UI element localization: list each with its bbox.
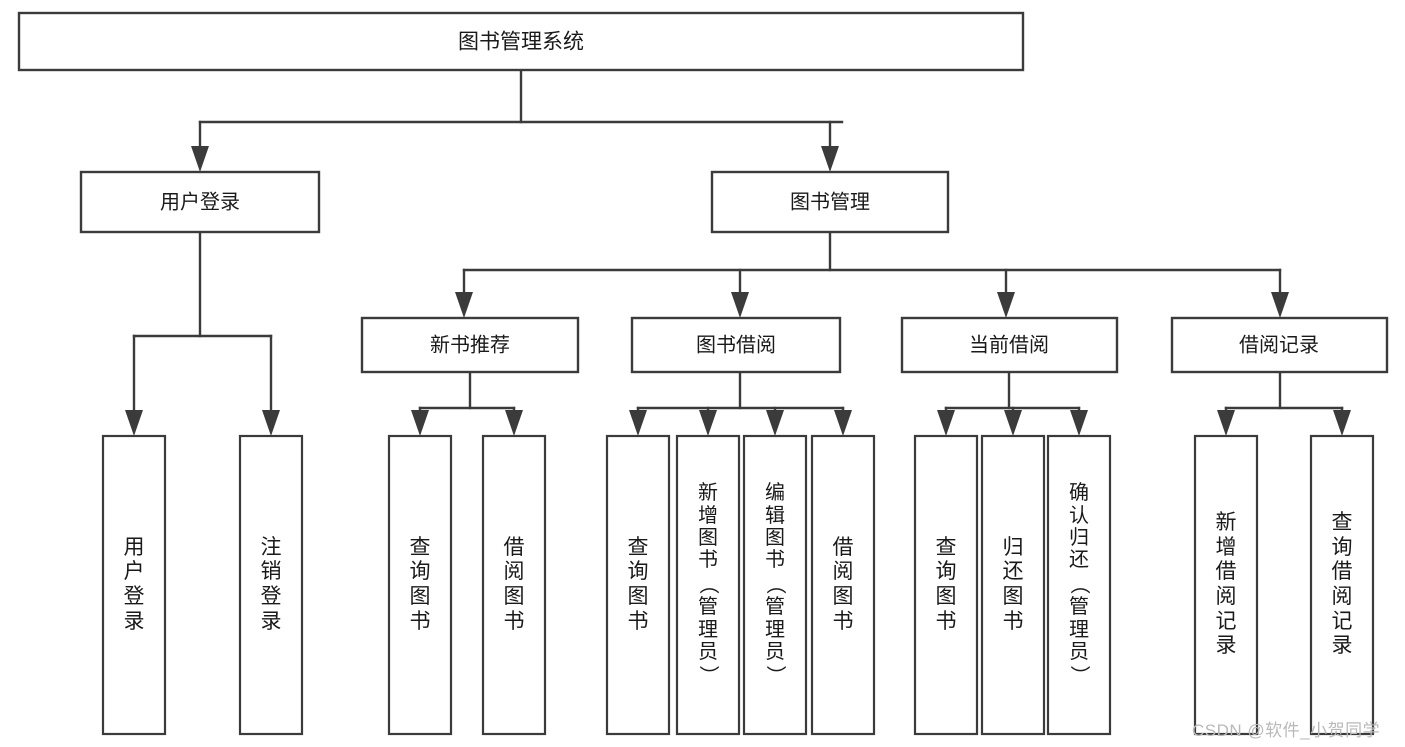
- node-book-borrow-box[interactable]: [630, 316, 842, 374]
- leaf-borrow-book-2-box[interactable]: [810, 434, 876, 736]
- leaf-add-book-box[interactable]: [675, 434, 741, 736]
- arrow-head-leaf-edit-book: [766, 410, 784, 436]
- leaf-query-book-3-box[interactable]: [913, 434, 979, 736]
- leaf-add-record-box[interactable]: [1193, 434, 1259, 736]
- node-root-label: 图书管理系统: [458, 31, 584, 54]
- arrow-head-leaf-add-record: [1217, 410, 1235, 436]
- arrow-head-borrow-record: [1271, 292, 1289, 318]
- node-borrow-record-label: 借阅记录: [1239, 333, 1319, 356]
- node-user-login[interactable]: 用户登录: [79, 170, 321, 234]
- leaf-edit-book-box[interactable]: [742, 434, 808, 736]
- arrow-head-book-manage: [821, 146, 839, 172]
- leaf-query-book-2-box[interactable]: [605, 434, 671, 736]
- leaf-logout-box[interactable]: [238, 434, 304, 736]
- arrow-head-user-login: [191, 146, 209, 172]
- arrow-head-leaf-borrow-book-1: [505, 410, 523, 436]
- node-new-book-rec[interactable]: 新书推荐: [360, 316, 580, 374]
- leaf-return-book-box[interactable]: [980, 434, 1046, 736]
- connector-group-borrow-record: [1217, 370, 1351, 436]
- arrow-head-leaf-query-book-2: [629, 410, 647, 436]
- node-borrow-record-box[interactable]: [1170, 316, 1389, 374]
- arrow-head-leaf-add-book: [699, 410, 717, 436]
- node-book-manage-label: 图书管理: [790, 190, 870, 213]
- arrow-head-new-book-rec: [455, 292, 473, 318]
- node-borrow-record[interactable]: 借阅记录: [1170, 316, 1389, 374]
- connector-group-new-book-rec: [411, 370, 523, 436]
- node-book-borrow-label: 图书借阅: [696, 333, 776, 356]
- arrow-head-current-borrow: [997, 292, 1015, 318]
- arrow-head-leaf-logout: [262, 410, 280, 436]
- leaf-box-group: [101, 434, 1375, 736]
- arrow-head-leaf-query-book-1: [411, 410, 429, 436]
- connector-group-user-login: [125, 230, 280, 436]
- node-root-box[interactable]: [17, 11, 1025, 72]
- leaf-borrow-book-1-box[interactable]: [481, 434, 547, 736]
- node-current-borrow-label: 当前借阅: [969, 333, 1049, 356]
- connector-group-book-manage: [455, 230, 1289, 318]
- node-book-borrow[interactable]: 图书借阅: [630, 316, 842, 374]
- leaf-confirm-return-box[interactable]: [1046, 434, 1112, 736]
- connector-group-book-borrow: [629, 370, 852, 436]
- node-new-book-rec-label: 新书推荐: [430, 333, 510, 356]
- arrow-head-leaf-user-login: [125, 410, 143, 436]
- arrow-head-leaf-query-record: [1333, 410, 1351, 436]
- node-user-login-label: 用户登录: [160, 190, 240, 213]
- watermark: CSDN @软件_小贺同学: [1192, 721, 1381, 740]
- node-book-manage-box[interactable]: [710, 170, 950, 234]
- arrow-head-leaf-borrow-book-2: [834, 410, 852, 436]
- arrow-head-book-borrow: [731, 292, 749, 318]
- node-user-login-box[interactable]: [79, 170, 321, 234]
- node-root[interactable]: 图书管理系统: [17, 11, 1025, 72]
- leaf-query-book-1-box[interactable]: [387, 434, 453, 736]
- node-current-borrow-box[interactable]: [900, 316, 1119, 374]
- connector-group-current-borrow: [937, 370, 1088, 436]
- node-new-book-rec-box[interactable]: [360, 316, 580, 374]
- leaf-query-record-box[interactable]: [1309, 434, 1375, 736]
- arrow-head-leaf-return-book: [1004, 410, 1022, 436]
- leaf-user-login-box[interactable]: [101, 434, 167, 736]
- arrow-head-leaf-confirm-return: [1070, 410, 1088, 436]
- node-current-borrow[interactable]: 当前借阅: [900, 316, 1119, 374]
- arrow-head-leaf-query-book-3: [937, 410, 955, 436]
- node-book-manage[interactable]: 图书管理: [710, 170, 950, 234]
- connector-group-root: [191, 68, 844, 172]
